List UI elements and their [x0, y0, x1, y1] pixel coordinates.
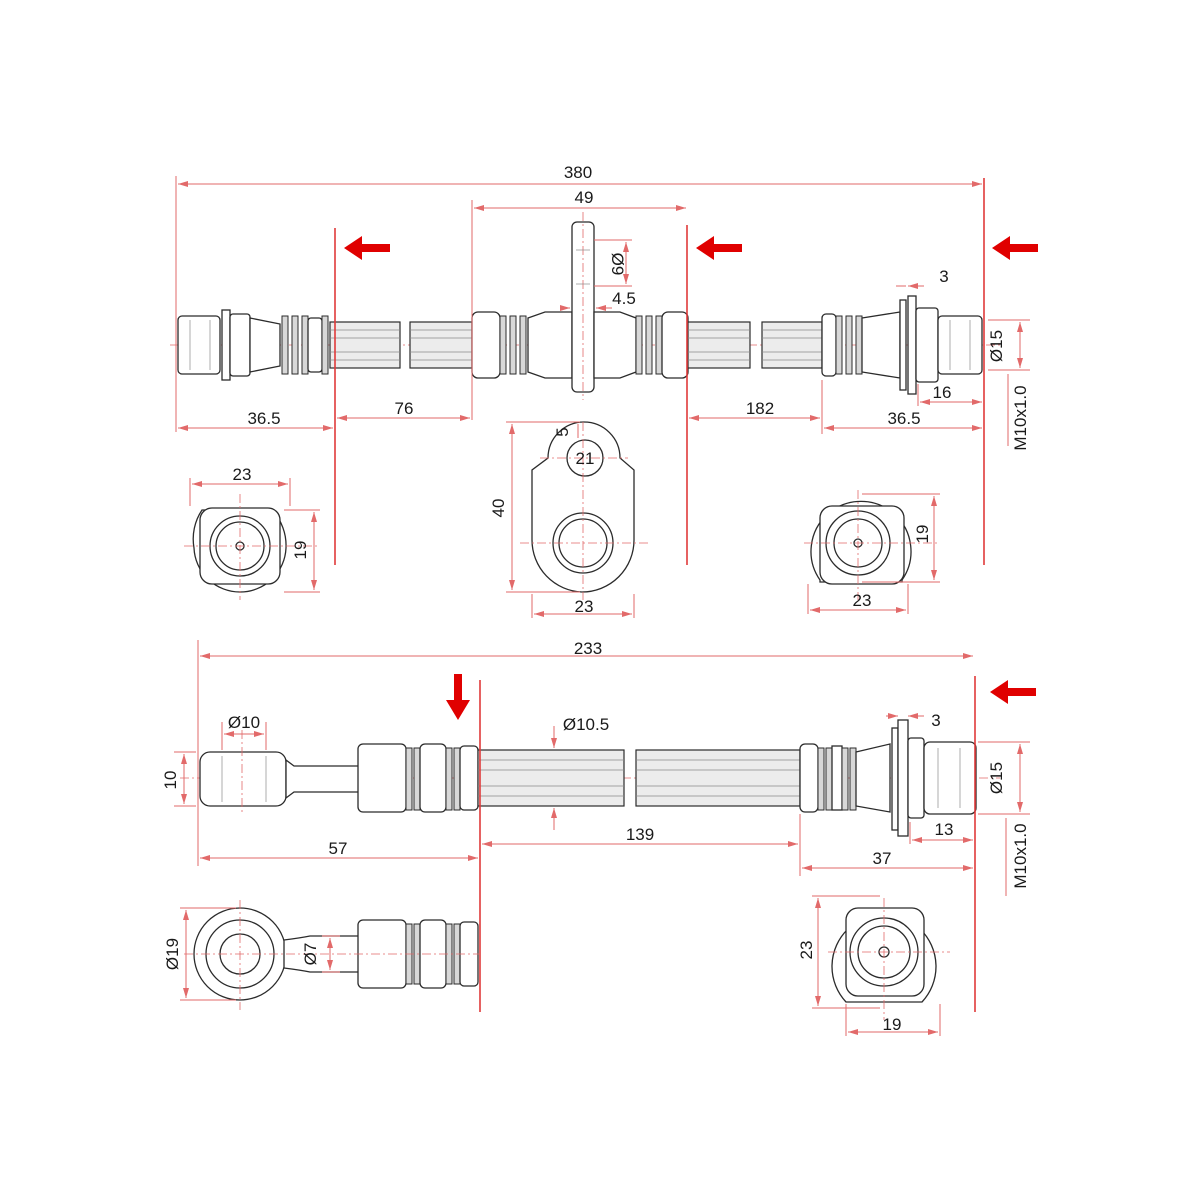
- top-left-view-width: 23: [233, 465, 252, 484]
- top-dimensions: [175, 176, 1030, 446]
- bottom-left-length: 57: [329, 839, 348, 858]
- mount-arrow-icon: [992, 236, 1038, 260]
- bottom-right-view-height: 23: [797, 941, 816, 960]
- bottom-banjo-height: 10: [161, 771, 180, 790]
- bottom-dimensions: [174, 640, 1030, 896]
- mount-arrow-icon: [696, 236, 742, 260]
- bottom-thread-length: 13: [935, 820, 954, 839]
- top-right-view-width: 23: [853, 591, 872, 610]
- bottom-right-diameter: Ø15: [987, 762, 1006, 794]
- bottom-right-view-width: 19: [883, 1015, 902, 1034]
- bottom-hose-diameter: Ø10.5: [563, 715, 609, 734]
- top-left-hose-length: 76: [395, 399, 414, 418]
- bottom-overall-length: 233: [574, 639, 602, 658]
- bottom-right-length: 37: [873, 849, 892, 868]
- bottom-banjo-width: Ø10: [228, 713, 260, 732]
- top-right-end-length: 36.5: [887, 409, 920, 428]
- top-overall-length: 380: [564, 163, 592, 182]
- top-hose-assembly: [170, 212, 1000, 400]
- top-left-end-length: 36.5: [247, 409, 280, 428]
- bottom-banjo-inner: Ø7: [301, 943, 320, 966]
- top-thread-length: 16: [933, 383, 952, 402]
- top-bracket-offset: 5: [553, 427, 572, 436]
- top-right-view-height: 19: [913, 525, 932, 544]
- top-right-diameter: Ø15: [987, 330, 1006, 362]
- top-right-hose-length: 182: [746, 399, 774, 418]
- mount-arrow-icon: [990, 680, 1036, 704]
- bottom-hose-assembly: [180, 719, 1000, 837]
- top-right-end-view: [804, 490, 940, 614]
- top-left-view-height: 19: [291, 541, 310, 560]
- top-left-end-view: [184, 478, 320, 600]
- mount-arrow-icon: [344, 236, 390, 260]
- bottom-thread-spec: M10x1.0: [1011, 823, 1030, 888]
- top-thread-spec: M10x1.0: [1011, 385, 1030, 450]
- bottom-hose-length: 139: [626, 825, 654, 844]
- bottom-right-end-view: [812, 895, 950, 1036]
- top-bracket-span: 49: [575, 188, 594, 207]
- top-bracket-view: [506, 421, 650, 618]
- top-bracket-thickness: 4.5: [612, 289, 636, 308]
- bottom-flange-thickness: 3: [931, 711, 940, 730]
- top-bracket-height: 40: [489, 499, 508, 518]
- top-bracket-width: 23: [575, 597, 594, 616]
- mount-arrow-icon: [446, 674, 470, 720]
- top-bracket-small-hole: 21: [576, 449, 595, 468]
- bottom-banjo-outer: Ø19: [163, 938, 182, 970]
- top-bracket-hole: Ø9: [608, 253, 627, 276]
- top-flange-thickness: 3: [939, 267, 948, 286]
- bottom-banjo-view: [180, 900, 480, 1010]
